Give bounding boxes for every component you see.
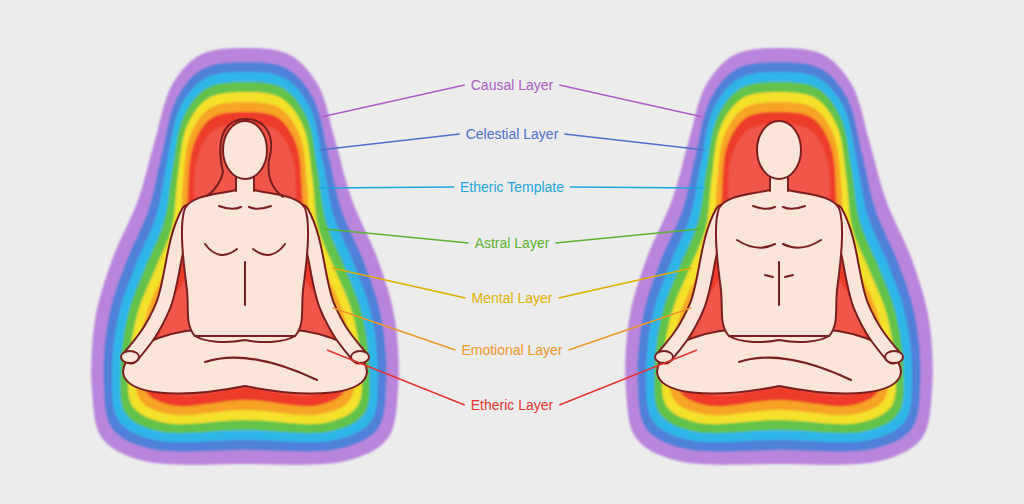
leader-line	[319, 134, 460, 150]
leader-line	[559, 85, 703, 117]
aura-band	[120, 82, 370, 433]
leader-line	[558, 268, 692, 298]
leader-line	[332, 268, 466, 298]
leader-line	[564, 134, 705, 150]
aura-band	[103, 62, 386, 452]
layer-label: Astral Layer	[475, 235, 550, 251]
leader-line	[570, 187, 705, 188]
aura-band	[646, 72, 912, 442]
leader-line	[321, 85, 465, 117]
layer-label: Etheric Template	[460, 179, 564, 195]
aura-band	[654, 82, 904, 433]
leader-line	[333, 308, 455, 350]
leader-line	[555, 229, 699, 243]
layer-label: Celestial Layer	[466, 126, 559, 142]
leader-line	[319, 187, 454, 188]
aura-band	[112, 72, 378, 442]
leader-line	[325, 229, 469, 243]
layer-label: Causal Layer	[471, 77, 554, 93]
aura-band	[637, 62, 920, 452]
layer-label: Mental Layer	[472, 290, 553, 306]
layer-label: Emotional Layer	[461, 342, 562, 358]
layer-label: Etheric Layer	[471, 397, 553, 413]
leader-line	[569, 308, 691, 350]
leader-line	[327, 350, 465, 405]
leader-line	[559, 350, 697, 405]
